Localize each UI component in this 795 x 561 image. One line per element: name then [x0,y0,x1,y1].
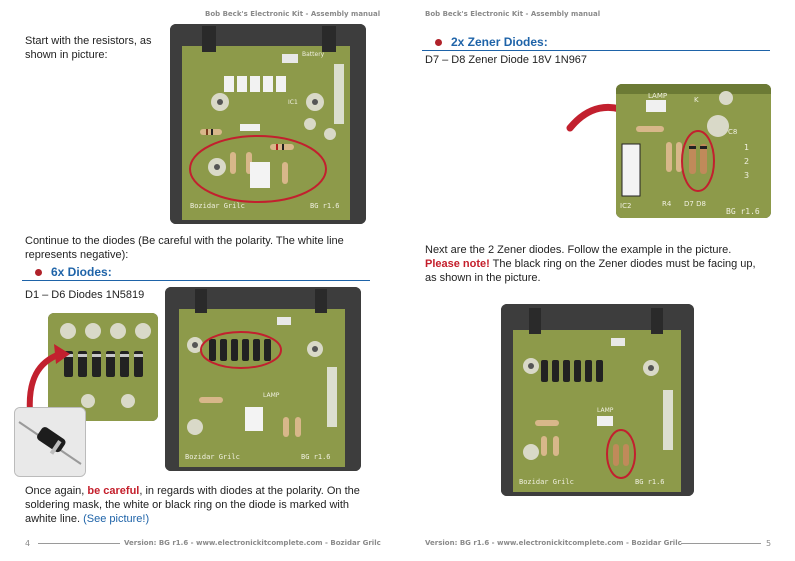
pcb-c8-label: C8 [728,128,737,136]
please-note-label: Please note! [425,258,490,270]
page-number-left: 4 [25,539,31,548]
bullet-icon [435,39,442,46]
bullet-icon [35,269,42,276]
heading-rule [422,50,770,51]
zener-heading-text: 2x Zener Diodes: [451,35,548,49]
zener-closeup-photo: LAMP K C8 IC2 R4 D7 D8 1 2 3 BG r1.6 [616,84,771,218]
resistors-photo: Battery IC1 [170,24,366,224]
zener-board-photo: LAMP Bozidar Grilc BG r1.6 [501,304,694,496]
running-header: Bob Beck's Electronic Kit - Assembly man… [205,10,381,18]
intro-text: Start with the resistors, as shown in pi… [25,35,152,61]
pcb-lamp-label-3: LAMP [597,407,614,414]
pcb-version-label-2: BG r1.6 [301,453,331,461]
see-picture-link: (See picture!) [83,513,150,525]
pcb-lamp-label-zoom: LAMP [648,92,667,100]
zener-paragraph: Next are the 2 Zener diodes. Follow the … [425,243,770,285]
pcb-d7d8-label: D7 D8 [684,200,706,208]
zener-heading: 2x Zener Diodes: [422,34,770,52]
right-page: Bob Beck's Electronic Kit - Assembly man… [398,0,795,561]
bottom-paragraph: Once again, be careful, in regards with … [25,484,370,526]
pcb-k-label: K [694,96,699,104]
pcb-version-label-3: BG r1.6 [635,478,665,486]
pcb-author-label-2: Bozidar Grilc [185,453,240,461]
page-number-right: 5 [766,539,772,548]
footer-right: Version: BG r1.6 - www.electronickitcomp… [425,539,682,547]
zener-subheading: D7 – D8 Zener Diode 18V 1N967 [425,54,588,66]
diodes-heading: 6x Diodes: [22,264,370,282]
pcb-pin3-label: 3 [744,171,749,180]
heading-rule [22,280,370,281]
be-careful-emphasis: be careful [87,485,140,497]
single-diode-photo [14,407,86,477]
pcb-pin2-label: 2 [744,157,749,166]
footer-rule-right [681,543,761,544]
pcb-pin1-label: 1 [744,143,749,152]
footer-rule-left [38,543,120,544]
bottom-text-part1: Once again, [25,485,88,497]
zener-text-1: Next are the 2 Zener diodes. Follow the … [425,244,732,256]
continue-text: Continue to the diodes (Be careful with … [25,235,344,261]
pcb-battery-label: Battery [302,51,325,58]
pcb-r4-label: R4 [662,200,672,208]
pcb-version-label: BG r1.6 [310,202,340,210]
pcb-version-label-zoom: BG r1.6 [726,207,760,216]
red-arrow-icon [26,344,70,415]
bottom-text-part2: , in regards with diodes at the polarity… [25,485,360,525]
pcb-author-label: Bozidar Grilc [190,202,245,210]
running-header-right: Bob Beck's Electronic Kit - Assembly man… [425,10,601,18]
pcb-author-label-3: Bozidar Grilc [519,478,574,486]
footer-left: Version: BG r1.6 - www.electronickitcomp… [124,539,381,547]
diodes-closeup-photo [48,313,158,421]
pcb-lamp-label: LAMP [263,392,280,399]
left-page: Bob Beck's Electronic Kit - Assembly man… [0,0,397,561]
diodes-subheading: D1 – D6 Diodes 1N5819 [25,289,145,301]
diodes-heading-text: 6x Diodes: [51,265,112,279]
zener-text-2: The black ring on the Zener diodes must … [425,258,756,284]
pcb-ic2-label: IC2 [620,202,631,210]
diodes-board-photo: LAMP Bozidar Grilc BG r1.6 [165,287,361,471]
pcb-ic1-label: IC1 [288,99,298,106]
